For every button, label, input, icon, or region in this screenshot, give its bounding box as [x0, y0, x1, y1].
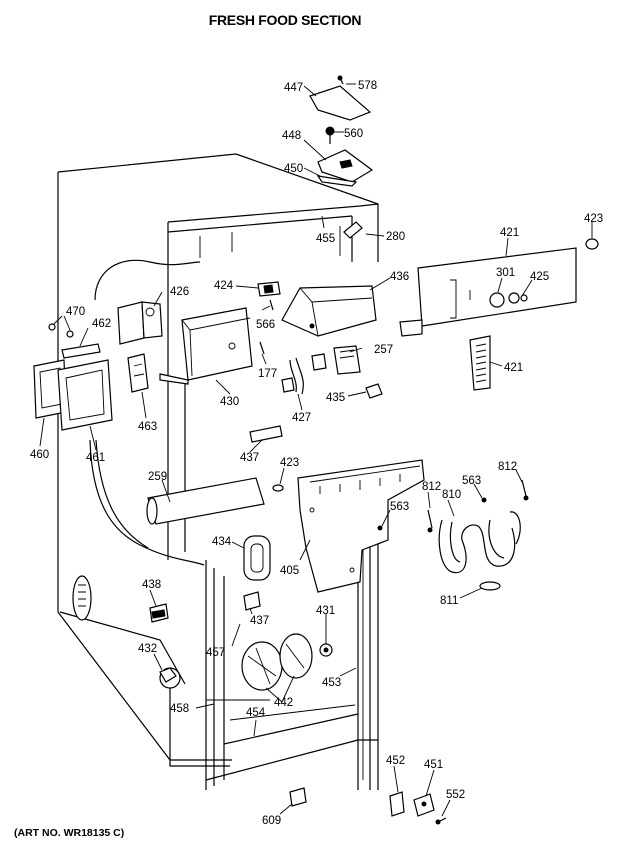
part-438-plug	[149, 603, 169, 623]
part-437-shield-upper	[249, 425, 283, 443]
callout-425: 425	[530, 271, 549, 283]
part-427-harness	[281, 353, 327, 395]
callout-436: 436	[390, 271, 409, 283]
part-578-screw	[337, 75, 344, 85]
callout-423-top: 423	[584, 213, 603, 225]
callout-560: 560	[344, 128, 363, 140]
part-552-screw	[435, 817, 447, 825]
part-470-screws	[48, 323, 74, 338]
callout-811: 811	[440, 595, 458, 607]
callout-280: 280	[386, 231, 405, 243]
part-421-light-lens	[469, 335, 491, 391]
callout-812-left: 812	[422, 481, 441, 493]
part-609-roller	[289, 787, 307, 807]
callout-609: 609	[262, 815, 281, 827]
callout-457: 457	[206, 647, 225, 659]
part-435-bulb-socket	[365, 383, 383, 399]
callout-552: 552	[446, 789, 465, 801]
part-259-tube	[146, 477, 265, 525]
part-432-bushing	[159, 667, 181, 689]
part-430-bracket	[159, 307, 253, 385]
part-811-clip	[479, 581, 501, 591]
callout-452: 452	[386, 755, 405, 767]
callout-432: 432	[138, 643, 157, 655]
part-434-grommet	[243, 535, 271, 581]
part-812-wire-end-a	[427, 509, 433, 533]
part-177-screw	[259, 341, 265, 355]
callout-430: 430	[220, 396, 239, 408]
callout-257: 257	[374, 344, 393, 356]
callout-455: 455	[316, 233, 335, 245]
part-448-housing	[317, 149, 374, 183]
callout-451: 451	[424, 759, 443, 771]
part-563-screw-b	[481, 497, 487, 503]
callout-423-mid: 423	[280, 457, 299, 469]
callout-458: 458	[170, 703, 189, 715]
part-452-bracket	[389, 791, 405, 817]
part-431-fan-motor-bearing	[319, 643, 333, 657]
part-421-control-panel	[399, 247, 577, 337]
leader-lines	[39, 83, 593, 817]
callout-434: 434	[212, 536, 232, 548]
callout-442: 442	[274, 697, 293, 709]
part-437-shield-lower	[243, 591, 261, 611]
part-461-housing	[57, 359, 113, 431]
callout-812-right: 812	[498, 461, 517, 473]
part-810-defrost-heater	[438, 511, 521, 574]
part-463-clip	[127, 353, 149, 393]
callout-177: 177	[258, 368, 277, 380]
callout-421-lens: 421	[504, 362, 523, 374]
callout-454: 454	[246, 707, 266, 719]
diagram-title: FRESH FOOD SECTION	[209, 12, 362, 28]
part-426-thermostat	[117, 301, 163, 345]
callout-463: 463	[138, 421, 157, 433]
part-566-screw	[269, 299, 274, 311]
callout-427: 427	[292, 412, 311, 424]
callout-301: 301	[496, 267, 515, 279]
part-451-hinge	[413, 793, 435, 817]
callout-labels: 578 447 560 448 450 423 421 280 455 436 …	[30, 80, 603, 827]
callout-438: 438	[142, 579, 161, 591]
part-424-switch	[257, 281, 281, 297]
part-450-bracket	[316, 175, 358, 187]
callout-578: 578	[358, 80, 377, 92]
part-423-spacer	[272, 484, 284, 492]
callout-426: 426	[170, 286, 189, 298]
callout-448: 448	[282, 130, 301, 142]
part-436-control-housing	[281, 285, 377, 337]
callout-421-panel: 421	[500, 227, 519, 239]
part-423-knob	[585, 238, 599, 250]
callout-461: 461	[86, 452, 105, 464]
part-462-clip	[61, 343, 101, 359]
callout-450: 450	[284, 163, 303, 175]
cabinet-liner	[57, 153, 379, 790]
part-812-wire-end-b	[521, 479, 529, 501]
part-257-relay	[333, 345, 361, 375]
part-563-screw-a	[377, 525, 383, 531]
callout-424: 424	[214, 280, 234, 292]
part-405-evap-cover	[297, 459, 425, 593]
callout-435: 435	[326, 392, 345, 404]
callout-437-lower: 437	[250, 615, 269, 627]
part-447-cover	[309, 85, 372, 121]
callout-405: 405	[280, 565, 299, 577]
callout-566: 566	[256, 319, 275, 331]
art-number: (ART NO. WR18135 C)	[14, 827, 124, 839]
callout-460: 460	[30, 449, 49, 461]
callout-462: 462	[92, 318, 111, 330]
callout-470: 470	[66, 306, 85, 318]
callout-259: 259	[148, 471, 167, 483]
callout-810: 810	[442, 489, 461, 501]
callout-431: 431	[316, 605, 335, 617]
callout-563-left: 563	[390, 501, 409, 513]
part-560-screw	[325, 126, 335, 144]
callout-453: 453	[322, 677, 341, 689]
callout-563-right: 563	[462, 475, 481, 487]
part-280-damper	[343, 221, 363, 239]
callout-447: 447	[284, 82, 303, 94]
callout-437-upper: 437	[240, 452, 259, 464]
part-442-fan-assembly	[241, 633, 313, 691]
